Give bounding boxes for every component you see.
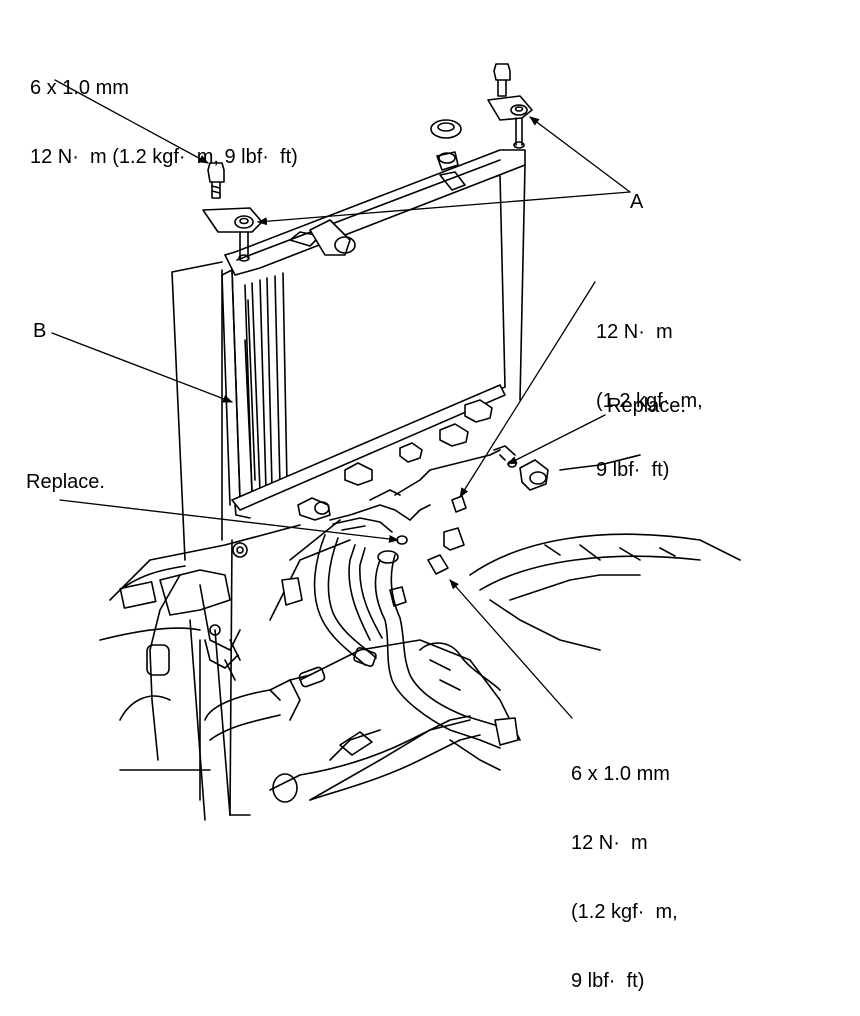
bottom-right-torque-line-1: 12 N· m (571, 832, 648, 854)
callout-b: B (33, 320, 47, 342)
radiator-cap (431, 120, 461, 170)
right-torque-line-2: (1.2 kgf· m, (596, 390, 703, 412)
leader-right-torque (460, 282, 595, 498)
top-left-size: 6 x 1.0 mm (30, 77, 129, 99)
leader-a-left (257, 192, 630, 226)
leader-a-right (529, 117, 630, 192)
radiator-support-lines (172, 165, 525, 815)
upper-mount-bracket-left (203, 208, 262, 261)
leader-top-left-torque (55, 80, 209, 163)
drain-plug-fitting (494, 446, 640, 490)
callout-a: A (630, 191, 644, 213)
leader-bottom-right-torque (449, 579, 572, 718)
leader-b (52, 333, 233, 402)
right-torque-line-3: 9 lbf· ft) (596, 459, 670, 481)
bottom-right-torque-label: 6 x 1.0 mm 12 N· m (1.2 kgf· m, 9 lbf· f… (571, 717, 678, 1016)
upper-mount-bracket-right (488, 96, 532, 148)
top-left-torque-label: 6 x 1.0 mm 12 N· m (1.2 kgf· m, 9 lbf· f… (30, 31, 298, 192)
engine-bay-structure (100, 520, 740, 820)
mount-bolt-right (494, 64, 510, 96)
bottom-right-size: 6 x 1.0 mm (571, 763, 670, 785)
leader-replace-left (60, 500, 399, 543)
replace-right-label: Replace. (607, 395, 686, 417)
bottom-right-torque-line-3: 9 lbf· ft) (571, 970, 645, 992)
mount-bolt-left (208, 163, 224, 198)
radiator-hoses (270, 518, 518, 802)
leader-replace-right (507, 415, 605, 464)
right-torque-line-1: 12 N· m (596, 321, 673, 343)
right-torque-label: 12 N· m (1.2 kgf· m, 9 lbf· ft) (596, 275, 703, 505)
radiator (222, 150, 525, 520)
leader-lines (52, 80, 630, 718)
bottom-right-torque-line-2: (1.2 kgf· m, (571, 901, 678, 923)
top-left-torque: 12 N· m (1.2 kgf· m, 9 lbf· ft) (30, 146, 298, 168)
replace-left-label: Replace. (26, 471, 105, 493)
